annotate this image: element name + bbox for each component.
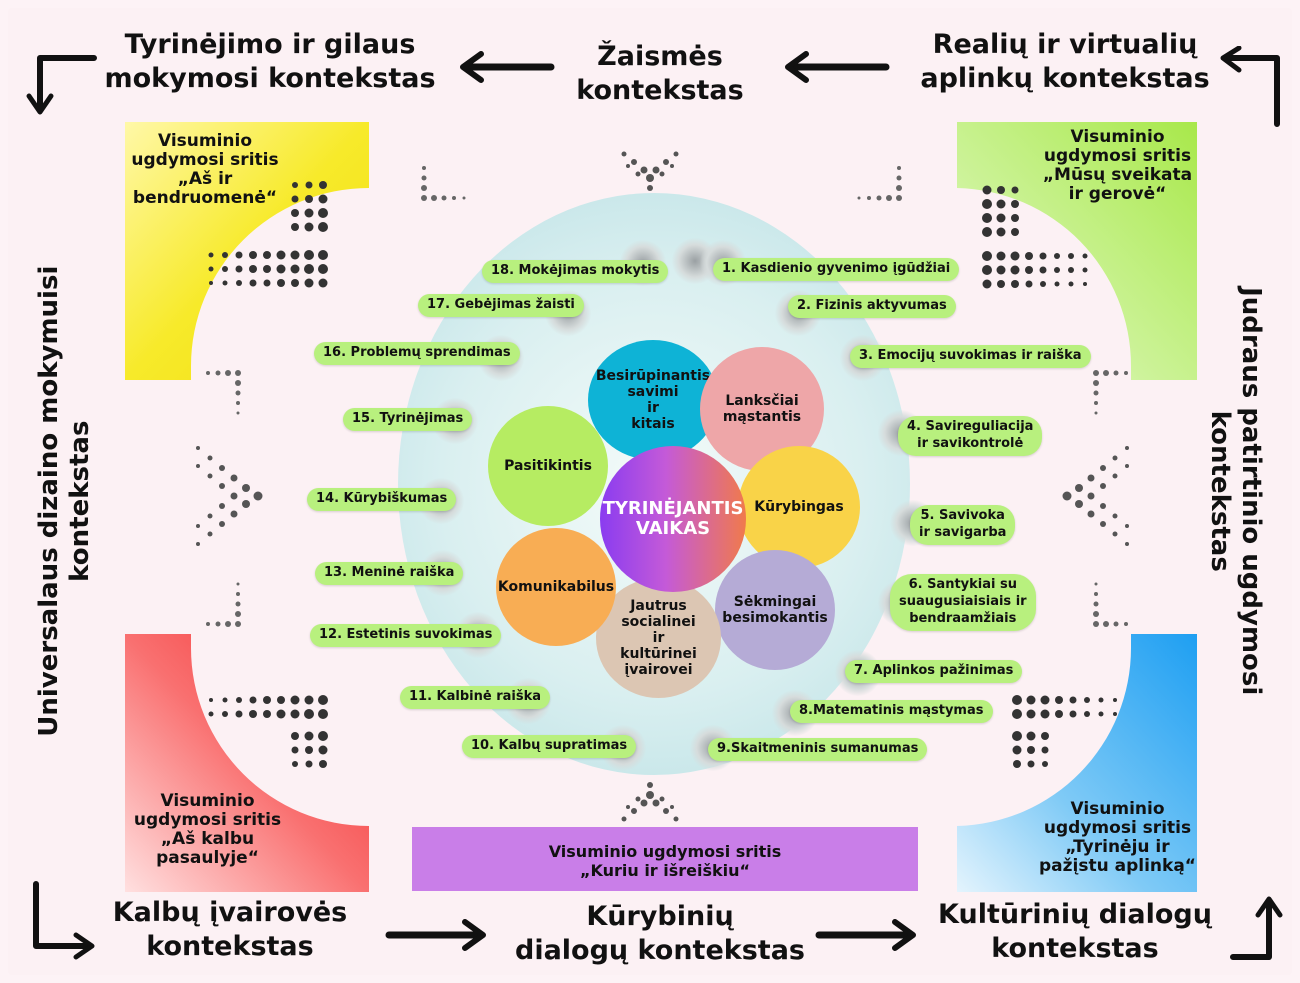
context-real-virtual-environments: Realių ir virtualių aplinkų kontekstas [920,29,1210,94]
competence-13: 13. Meninė raiška [315,562,464,585]
area-label-creativity: Visuminio ugdymosi sritis „Kuriu ir išre… [548,842,782,881]
context-play: Žaismės kontekstas [576,41,744,106]
bracket-corner-icon [1093,370,1128,415]
chevron-up-icon [621,782,679,822]
area-panel-environment [957,634,1197,896]
context-research-deep-learning: Tyrinėjimo ir gilaus mokymosi kontekstas [104,29,436,94]
bracket-corner-icon [206,370,241,415]
bracket-corner-icon [421,166,466,201]
competence-16: 16. Problemų sprendimas [314,342,520,365]
arrow-right-icon [385,918,490,952]
bracket-corner-icon [206,582,241,627]
competence-18: 18. Mokėjimas mokytis [482,260,669,283]
competence-9: 9.Skaitmeninis sumanumas [708,738,928,761]
competence-4: 4. Savireguliacija ir savikontrolė [898,416,1043,456]
area-panel-language [125,634,369,896]
chevron-down-icon [621,151,679,191]
petal-communicative: Komunikabilus [496,528,616,646]
context-universal-design: Universalaus dizaino mokymuisi konteksta… [33,265,95,737]
petal-sensitive-diversity: Jautrus socialinei ir kultūrinei įvairov… [596,578,721,698]
halftone-dots-icon [1012,695,1117,768]
petal-successful-learner: Sėkmingai besimokantis [715,550,835,670]
corner-arrow-up-left-icon [1215,46,1290,128]
arrow-left-icon [780,50,890,84]
context-cultural-dialogues: Kultūrinių dialogų kontekstas [938,899,1212,964]
area-panel-health [957,122,1197,384]
corner-arrow-down-icon [22,50,102,120]
context-active-experiential: Judraus patirtinio ugdymosi kontekstas [1205,287,1267,696]
competence-10: 10. Kalbų supratimas [462,735,637,758]
competence-7: 7. Aplinkos pažinimas [845,660,1023,683]
competence-15: 15. Tyrinėjimas [343,408,473,431]
area-panel-creativity [412,827,918,891]
area-label-language: Visuminio ugdymosi sritis „Aš kalbu pasa… [133,791,282,869]
chevron-right-icon [196,446,263,546]
competence-2: 2. Fizinis aktyvumas [788,295,956,318]
competence-1: 1. Kasdienio gyvenimo įgūdžiai [713,258,960,281]
bracket-corner-icon [857,166,902,201]
petal-confident: Pasitikintis [488,406,608,526]
context-creative-dialogues: Kūrybinių dialogų kontekstas [515,901,805,966]
competence-5: 5. Savivoka ir savigarba [910,505,1016,545]
competence-14: 14. Kūrybiškumas [307,488,457,511]
chevron-left-icon [1062,446,1129,546]
competence-12: 12. Estetinis suvokimas [310,624,502,647]
halftone-dots-icon [208,181,328,288]
petal-creative: Kūrybingas [738,446,860,568]
area-label-community: Visuminio ugdymosi sritis „Aš ir bendruo… [131,131,279,209]
center-exploring-child: TYRINĖJANTIS VAIKAS [600,446,746,592]
arrow-right-icon [815,918,920,952]
competence-8: 8.Matematinis mąstymas [790,700,993,723]
competence-11: 11. Kalbinė raiška [400,686,551,709]
arrow-left-icon [455,50,555,84]
competence-6: 6. Santykiai su suaugusiaisiais ir bendr… [890,574,1036,631]
petal-flexible-thinking: Lanksčiai mąstantis [700,347,824,471]
petal-caring: Besirūpinantis savimi ir kitais [588,340,718,460]
competence-17: 17. Gebėjimas žaisti [418,294,584,317]
area-label-environment: Visuminio ugdymosi sritis „Tyrinėju ir p… [1039,799,1196,877]
competence-3: 3. Emocijų suvokimas ir raiška [850,345,1091,368]
bracket-corner-icon [1093,582,1128,627]
context-language-diversity: Kalbų įvairovės kontekstas [112,897,348,962]
corner-arrow-up-icon [1225,895,1295,965]
halftone-dots-icon [982,185,1088,289]
corner-arrow-right-icon [22,880,102,960]
area-label-health: Visuminio ugdymosi sritis „Mūsų sveikata… [1042,127,1193,205]
halftone-dots-icon [208,695,328,768]
